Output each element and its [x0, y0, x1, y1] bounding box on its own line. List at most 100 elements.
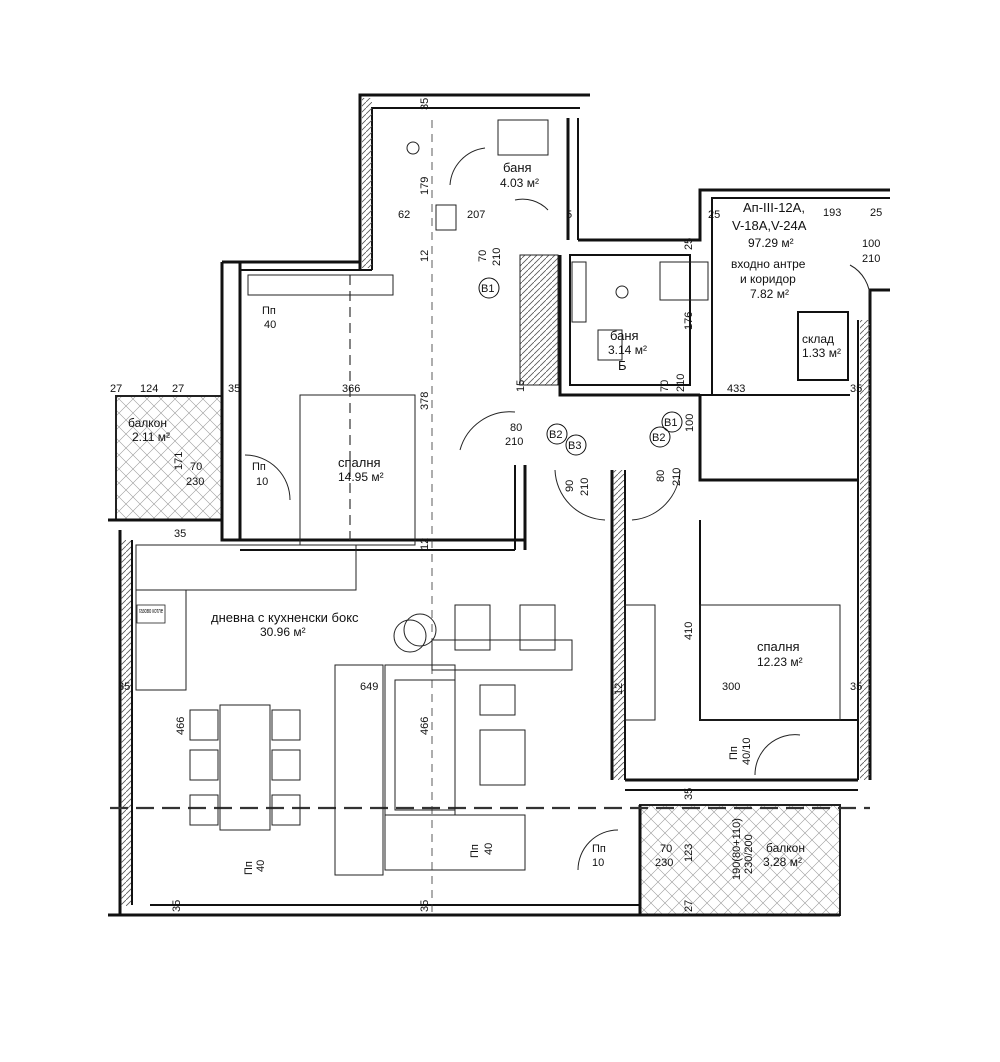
dim-210f: 210 — [671, 468, 683, 486]
dim-179: 179 — [419, 177, 431, 195]
apartment-code-1: Ап-III-12А, — [743, 200, 805, 215]
apartment-total-area: 97.29 м² — [748, 236, 794, 250]
tag-b3: В3 — [568, 440, 581, 452]
axis-lines — [110, 120, 870, 915]
pp5: Пп — [243, 861, 255, 875]
dim-27a: 27 — [110, 383, 122, 395]
dim-190: 190(80+110) — [731, 818, 743, 880]
pp4: Пп — [592, 843, 606, 855]
dim-300: 300 — [722, 681, 740, 693]
living-area: 30.96 м² — [260, 625, 306, 639]
dim-230a: 230 — [186, 476, 204, 488]
dimensions: 62 207 5 25 193 25 100 210 Пп 40 124 27 … — [110, 207, 882, 869]
bathtub-sink — [497, 119, 549, 156]
pp3v: 40/10 — [741, 737, 753, 765]
dim-80a: 80 — [510, 422, 522, 434]
fridge-area — [135, 589, 187, 691]
dim-366: 366 — [342, 383, 360, 395]
dim-27b: 27 — [172, 383, 184, 395]
wardrobe-1 — [247, 274, 394, 296]
dim-123: 123 — [683, 844, 695, 862]
dim-210b: 210 — [491, 248, 503, 266]
storage-area: 1.33 м² — [802, 346, 841, 360]
dim-35-top: 35 — [419, 98, 431, 110]
dim-35b: 35 — [850, 383, 862, 395]
dim-70b: 70 — [659, 380, 671, 392]
dim-12c: 12 — [613, 683, 625, 695]
dim-70d: 70 — [660, 843, 672, 855]
dim-466b: 466 — [419, 717, 431, 735]
dim-70a: 70 — [477, 250, 489, 262]
pp6: Пп — [469, 844, 481, 858]
wardrobe-2 — [624, 604, 656, 721]
dim-466a: 466 — [175, 717, 187, 735]
kitchen-counter — [135, 544, 357, 591]
dim-5: 5 — [566, 209, 572, 221]
dim-193: 193 — [823, 207, 841, 219]
bedroom1-area: 14.95 м² — [338, 470, 384, 484]
entrance-area: 7.82 м² — [750, 287, 789, 301]
balcony1-name: балкон — [128, 416, 167, 430]
dim-230b: 230 — [655, 857, 673, 869]
door-swings — [244, 147, 871, 871]
dim-100: 100 — [862, 238, 880, 250]
bedroom2-name: спалня — [757, 639, 800, 654]
pp4v: 10 — [592, 857, 604, 869]
bedroom2-area: 12.23 м² — [757, 655, 803, 669]
dim-62: 62 — [398, 209, 410, 221]
dim-35g: 35 — [171, 900, 183, 912]
tag-b2b: В2 — [652, 432, 665, 444]
furniture — [135, 119, 841, 876]
dim-25c: 25 — [683, 238, 695, 250]
bedroom1-name: спалня — [338, 455, 381, 470]
dim-649: 649 — [360, 681, 378, 693]
pp3: Пп — [728, 746, 740, 760]
dim-35d: 35 — [118, 681, 130, 693]
dimensions-vertical: 35 179 70 210 12 25 176 378 15 70 210 10… — [171, 98, 755, 912]
tags — [478, 277, 683, 456]
balcony2-name: балкон — [766, 841, 805, 855]
dim-210a: 210 — [862, 253, 880, 265]
pp5v: 40 — [255, 860, 267, 872]
boiler-label: газово котле — [139, 608, 163, 615]
pp1: Пп — [262, 305, 276, 317]
dim-12a: 12 — [419, 250, 431, 262]
room-labels: баня 4.03 м² баня 3.14 м² Ап-III-12А, V-… — [128, 160, 841, 869]
dim-230c: 230/200 — [743, 834, 755, 874]
dim-124: 124 — [140, 383, 158, 395]
dim-70c: 70 — [190, 461, 202, 473]
dim-12b: 12 — [419, 538, 431, 550]
bath1-name: баня — [503, 160, 532, 175]
storage-name: склад — [802, 332, 834, 346]
pp1v: 40 — [264, 319, 276, 331]
tag-b1b: В1 — [664, 417, 677, 429]
dim-15: 15 — [515, 380, 527, 392]
dim-410: 410 — [683, 622, 695, 640]
bath2-area: 3.14 м² — [608, 343, 647, 357]
dim-378: 378 — [419, 392, 431, 410]
bath2-name: баня — [610, 328, 639, 343]
tag-b1: В1 — [481, 283, 494, 295]
dim-210d: 210 — [505, 436, 523, 448]
dim-100b: 100 — [684, 414, 696, 432]
dim-171: 171 — [173, 452, 185, 470]
balcony1-area: 2.11 м² — [132, 430, 170, 444]
b-mark: Б — [618, 358, 627, 373]
dim-210e: 210 — [579, 478, 591, 496]
dim-35h: 35 — [419, 900, 431, 912]
dim-27c: 27 — [683, 900, 695, 912]
tag-b2: В2 — [549, 429, 562, 441]
dim-207: 207 — [467, 209, 485, 221]
dim-35a: 35 — [228, 383, 240, 395]
walls — [108, 93, 890, 917]
entrance-name-1: входно антре — [731, 257, 806, 271]
dim-25b: 25 — [870, 207, 882, 219]
dim-25a: 25 — [708, 209, 720, 221]
dim-433: 433 — [727, 383, 745, 395]
dim-35e: 35 — [850, 681, 862, 693]
apartment-code-2: V-18A,V-24A — [732, 218, 807, 233]
dining-table — [219, 704, 271, 831]
pp6v: 40 — [483, 843, 495, 855]
dim-35c: 35 — [174, 528, 186, 540]
